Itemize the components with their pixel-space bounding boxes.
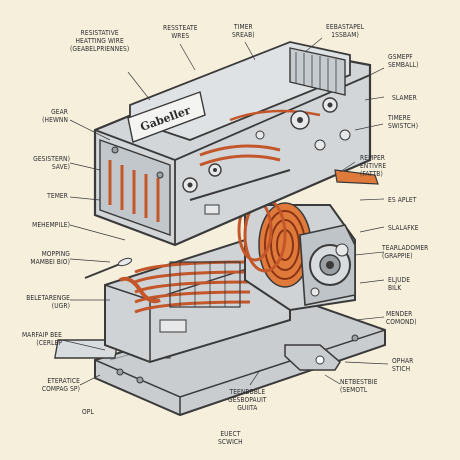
leader-lines — [61, 37, 389, 386]
label-temer: TEMER — [47, 192, 68, 200]
label-timere-switch: TIMERE SWISTCH) — [388, 114, 419, 130]
label-slamer: SLAMER — [392, 94, 417, 102]
body-gears — [111, 97, 351, 193]
label-ophar-stich: OPHAR STICH — [392, 357, 414, 373]
label-resistive-heating-wire: RESISTATIVE HEATTING WIRE (GEABELPRIENNE… — [70, 29, 130, 53]
label-tearladomer: TEARLADOMER (GRAPPIE) — [382, 244, 429, 260]
label-resistate-wires: RESSTEATE WRES — [163, 24, 198, 40]
base-tab-handle — [284, 344, 341, 371]
label-mopping: MOPPING MAMBEI BIO) — [30, 250, 70, 266]
label-mehempile: MEHEMPILE) — [32, 221, 70, 229]
label-euect-scwich: EUECT SCWICH — [218, 430, 243, 446]
label-mender-comond: MENDER COMOND) — [386, 310, 417, 326]
spatula-tool — [84, 257, 133, 279]
label-marfaip-bee: MARFAIP BEE (CERLEP — [21, 331, 62, 347]
label-netbestbe: NETBESTBIE (SEMOTL — [340, 378, 378, 394]
motor-pulley — [299, 224, 356, 306]
label-opl: OPL — [82, 408, 94, 416]
label-etevatice: ETERATICE COMPAG SP) — [41, 377, 80, 393]
lower-coil — [119, 260, 251, 314]
label-beletarenge: BELETARENGE (UGR) — [26, 294, 70, 310]
label-slalafke: SLALAFKE — [388, 224, 419, 232]
side-lever — [189, 169, 379, 215]
label-essastapel: EEBASTAPEL 1SSBAM) — [326, 23, 365, 39]
upper-heating-wires — [108, 109, 321, 222]
label-gesistern: GESISTERN) SAVE) — [33, 155, 70, 171]
label-timer-top: TIMER SREAB) — [232, 23, 255, 39]
label-gear: GEAR (HEWNN — [42, 108, 68, 124]
label-gesmepf: GSMEPF SEMBALL) — [388, 53, 419, 69]
label-tebenbble: TEENBBBLE GESBOPAUIT GUIITA — [228, 388, 267, 412]
label-es-aplet: ES APLET — [388, 196, 417, 204]
brand-plate — [127, 91, 206, 143]
label-eljude-bilk: ELJUDE BILK — [388, 276, 411, 292]
label-remper-entivre: REMPER ENTIVRE (FATTB) — [360, 154, 387, 178]
